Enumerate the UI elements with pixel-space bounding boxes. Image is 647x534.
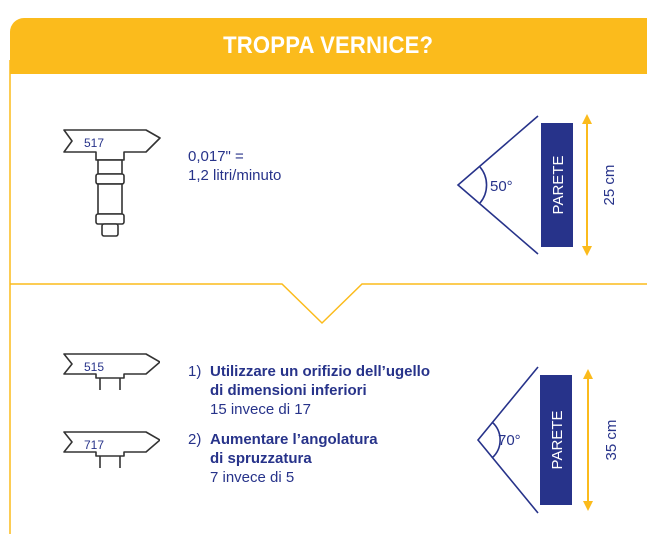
wall-bar bbox=[541, 123, 573, 247]
angle-arc bbox=[479, 166, 488, 204]
header-banner: TROPPA VERNICE? bbox=[10, 18, 647, 74]
width-label: 25 cm bbox=[601, 165, 618, 206]
step2-number: 2) bbox=[188, 431, 202, 448]
step2-title-line2: di spruzzatura bbox=[210, 450, 312, 467]
spray-tip-icon: 517 bbox=[63, 129, 161, 237]
tip-code-label-1: 515 bbox=[84, 360, 104, 374]
tip-size-text: 0,017" = bbox=[188, 148, 244, 165]
spray-diagram-top: 50° PARETE 25 cm bbox=[456, 114, 618, 256]
spray-angle-label: 50° bbox=[490, 178, 513, 195]
tip-code-label: 517 bbox=[84, 136, 104, 150]
step2-note: 7 invece di 5 bbox=[210, 469, 295, 486]
spray-angle-label: 70° bbox=[498, 432, 521, 449]
spray-fan-lines bbox=[456, 115, 539, 255]
wall-bar bbox=[540, 375, 572, 505]
step1-title-line2: di dimensioni inferiori bbox=[210, 382, 367, 399]
spray-diagram-bottom: 70° PARETE 35 cm bbox=[476, 366, 620, 514]
angle-arc bbox=[491, 421, 501, 459]
page-title: TROPPA VERNICE? bbox=[223, 32, 434, 59]
step2-title-line1: Aumentare l’angolatura bbox=[210, 431, 378, 448]
step1-title-line1: Utilizzare un orifizio dell’ugello bbox=[210, 363, 431, 380]
wall-label: PARETE bbox=[549, 411, 566, 470]
width-label: 35 cm bbox=[603, 420, 620, 461]
flow-rate-text: 1,2 litri/minuto bbox=[188, 167, 282, 184]
step1-note: 15 invece di 17 bbox=[210, 401, 311, 418]
spray-fan-lines bbox=[476, 366, 539, 514]
step1-number: 1) bbox=[188, 363, 202, 380]
wall-label: PARETE bbox=[550, 156, 567, 215]
tip-code-label-2: 717 bbox=[84, 438, 104, 452]
spray-tip-icon-515: 515 bbox=[63, 353, 160, 390]
spray-tip-icon-717: 717 bbox=[63, 431, 160, 468]
